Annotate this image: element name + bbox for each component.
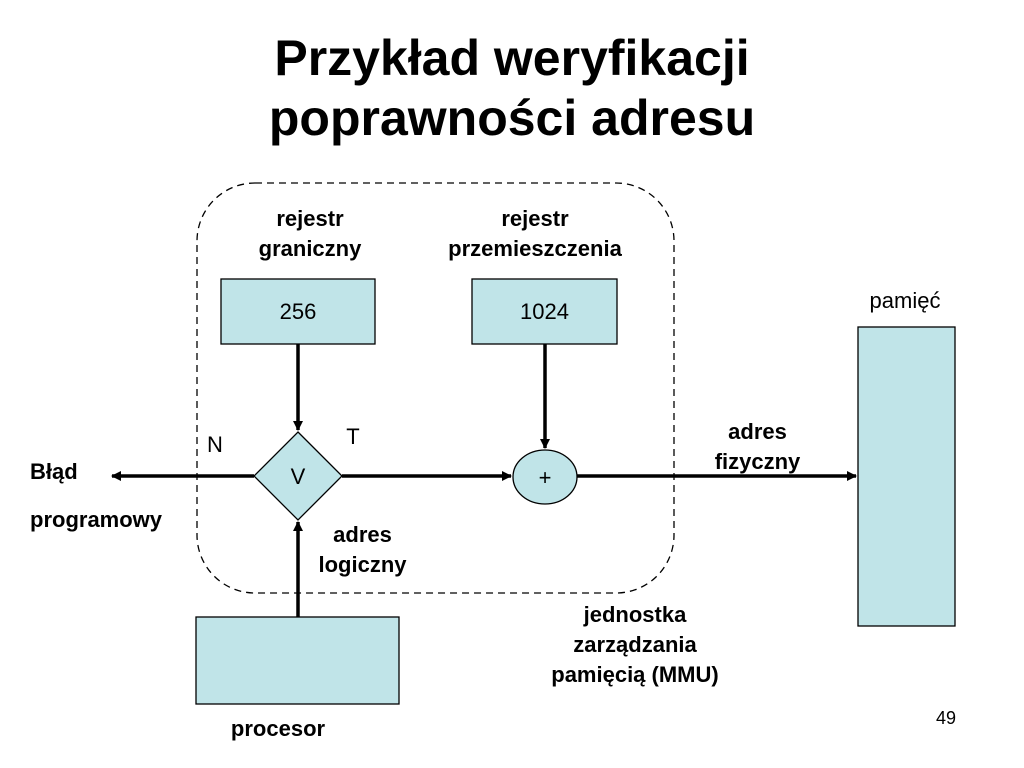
physical-address-label: adres fizyczny [714,419,801,474]
processor-label: procesor [230,716,326,741]
yes-label: T [346,424,360,449]
comparator-diamond [253,431,343,521]
slide-title: Przykład weryfikacji poprawności adresu [0,28,1024,148]
logical-address-label: adres logiczny [318,522,407,577]
relocation-register-value: 1024 [520,299,569,324]
adder-symbol: + [538,465,552,490]
limit-register-value: 256 [279,299,317,324]
title-line-1: Przykład weryfikacji [274,30,750,86]
memory-box [857,326,956,627]
mmu-label: jednostka zarządzania pamięcią (MMU) [551,602,719,687]
title-line-2: poprawności adresu [268,90,756,146]
limit-register-box [220,278,376,345]
no-label: N [207,432,223,457]
error-label: Błąd programowy [30,459,163,532]
memory-label: pamięć [869,288,941,313]
limit-register-label: rejestr graniczny [258,206,362,261]
slide-number: 49 [936,708,957,728]
relocation-register-box [471,278,618,345]
processor-box [195,616,400,705]
comparator-symbol: V [290,464,306,489]
mmu-boundary [196,182,675,594]
relocation-register-label: rejestr przemieszczenia [448,206,622,261]
